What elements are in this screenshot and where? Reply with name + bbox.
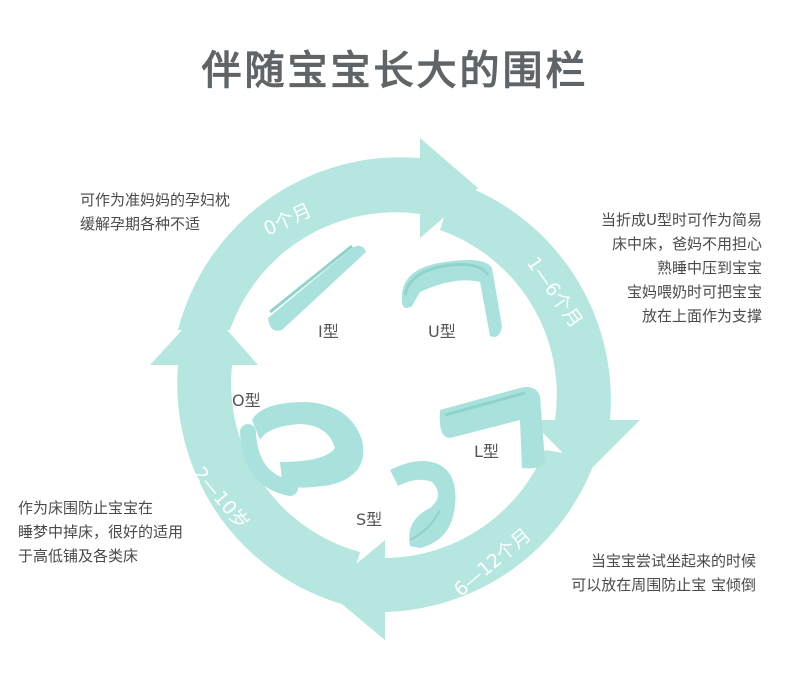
arrow-6-12-months bbox=[325, 450, 596, 640]
note-line: 睡梦中掉床，很好的适用 bbox=[18, 523, 184, 541]
note-2-10-years: 作为床围防止宝宝在 睡梦中掉床，很好的适用 于高低铺及各类床 bbox=[18, 496, 183, 568]
note-line: 床中床，爸妈不用担心 bbox=[611, 235, 762, 253]
shape-label-i: I型 bbox=[318, 322, 339, 341]
arrow-2-10-years bbox=[150, 305, 360, 605]
note-line: 熟睡中压到宝宝 bbox=[656, 259, 762, 277]
note-line: 当折成U型时可作为简易 bbox=[601, 211, 762, 229]
shape-label-u: U型 bbox=[428, 322, 456, 341]
pillow-i-shape bbox=[268, 244, 366, 331]
note-line: 当宝宝尝试坐起来的时候 bbox=[590, 552, 756, 570]
arrow-0-month bbox=[178, 138, 478, 330]
page-title: 伴随宝宝长大的围栏 bbox=[201, 48, 589, 94]
pillow-s-shape bbox=[390, 461, 456, 548]
note-1-6-months: 当折成U型时可作为简易 床中床，爸妈不用担心 熟睡中压到宝宝 宝妈喂奶时可把宝宝… bbox=[548, 208, 762, 328]
cycle-arrows bbox=[150, 138, 640, 640]
note-line: 缓解孕期各种不适 bbox=[80, 215, 201, 233]
pillow-u-shape bbox=[401, 260, 502, 337]
arrow-1-6-months bbox=[440, 182, 640, 475]
pillow-o-shape bbox=[240, 402, 364, 496]
note-line: 作为床围防止宝宝在 bbox=[18, 499, 154, 517]
shape-label-s: S型 bbox=[356, 510, 383, 529]
note-line: 可以放在周围防止宝 宝倾倒 bbox=[571, 576, 756, 594]
note-line: 宝妈喂奶时可把宝宝 bbox=[626, 283, 762, 301]
pillow-l-shape bbox=[439, 387, 545, 469]
note-line: 放在上面作为支撑 bbox=[641, 307, 762, 325]
note-line: 可作为准妈妈的孕妇枕 bbox=[80, 191, 231, 209]
note-6-12-months: 当宝宝尝试坐起来的时候 可以放在周围防止宝 宝倾倒 bbox=[540, 549, 756, 597]
note-line: 于高低铺及各类床 bbox=[18, 547, 139, 565]
shape-label-l: L型 bbox=[474, 442, 499, 461]
shape-label-o: O型 bbox=[232, 391, 261, 410]
note-0-month: 可作为准妈妈的孕妇枕 缓解孕期各种不适 bbox=[80, 188, 230, 236]
